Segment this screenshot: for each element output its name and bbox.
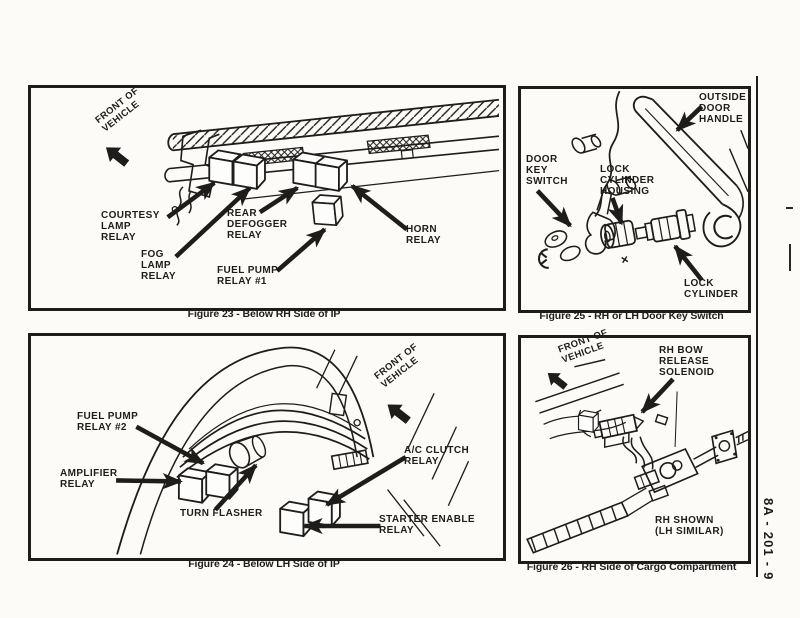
figure-26-drawing bbox=[526, 358, 748, 554]
label-fog-lamp-relay: FOG LAMP RELAY bbox=[141, 249, 176, 283]
figure-24-drawing bbox=[116, 346, 470, 555]
figure-25-panel: OUTSIDE DOOR HANDLE DOOR KEY SWITCH LOCK… bbox=[518, 86, 751, 313]
figure-23-caption: Figure 23 - Below RH Side of IP bbox=[187, 308, 341, 320]
label-amplifier-relay: AMPLIFIER RELAY bbox=[60, 468, 118, 491]
front-of-vehicle-arrow-icon bbox=[381, 397, 414, 428]
figure-26-caption: Figure 26 - RH Side of Cargo Compartment bbox=[526, 561, 737, 573]
page-number: 8A - 201 - 9 bbox=[761, 498, 776, 581]
label-outside-door-handle: OUTSIDE DOOR HANDLE bbox=[699, 92, 747, 126]
label-rear-defogger-relay: REAR DEFOGGER RELAY bbox=[227, 208, 288, 242]
label-courtesy-lamp-relay: COURTESY LAMP RELAY bbox=[101, 210, 160, 244]
label-fuel-pump-relay-1: FUEL PUMP RELAY #1 bbox=[217, 265, 279, 288]
page-edge-rule bbox=[756, 76, 758, 577]
figure-23-panel: FRONT OF VEHICLE COURTESY LAMP RELAY FOG… bbox=[28, 85, 506, 311]
label-turn-flasher: TURN FLASHER bbox=[180, 508, 263, 519]
figure-24-caption: Figure 24 - Below LH Side of IP bbox=[188, 558, 340, 570]
front-of-vehicle-arrow-icon bbox=[100, 140, 133, 171]
label-lock-cylinder-housing: LOCK CYLINDER HOUSING bbox=[600, 164, 655, 198]
figure-25-caption: Figure 25 - RH or LH Door Key Switch bbox=[539, 310, 724, 322]
front-of-vehicle-arrow-icon bbox=[542, 366, 571, 394]
figure-24-panel: FRONT OF VEHICLE FUEL PUMP RELAY #2 AMPL… bbox=[28, 333, 506, 561]
label-rh-shown: RH SHOWN (LH SIMILAR) bbox=[655, 515, 724, 538]
figure-26-panel: FRONT OF VEHICLE RH BOW RELEASE SOLENOID… bbox=[518, 327, 751, 564]
figure-25-drawing bbox=[535, 90, 748, 282]
label-rh-bow-release-solenoid: RH BOW RELEASE SOLENOID bbox=[659, 345, 715, 379]
label-fuel-pump-relay-2: FUEL PUMP RELAY #2 bbox=[77, 411, 139, 434]
label-lock-cylinder: LOCK CYLINDER bbox=[684, 278, 739, 301]
scan-artifact bbox=[789, 244, 791, 271]
scan-artifact bbox=[786, 207, 793, 209]
label-starter-enable-relay: STARTER ENABLE RELAY bbox=[379, 514, 475, 537]
label-door-key-switch: DOOR KEY SWITCH bbox=[526, 154, 568, 188]
label-horn-relay: HORN RELAY bbox=[406, 224, 441, 247]
figure-23-drawing bbox=[100, 98, 500, 273]
label-ac-clutch-relay: A/C CLUTCH RELAY bbox=[404, 445, 470, 468]
